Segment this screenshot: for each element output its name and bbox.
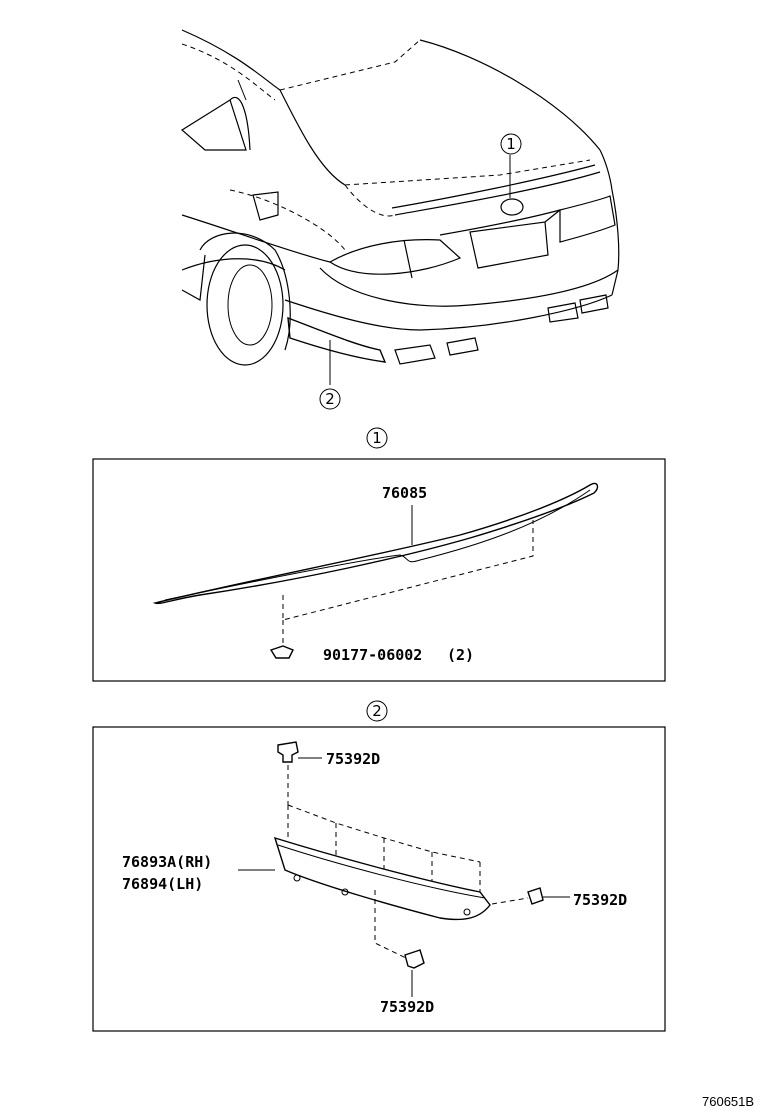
svg-text:1: 1 — [506, 135, 516, 153]
car-rear-illustration — [180, 29, 620, 385]
label-75392d-right: 75392D — [573, 891, 627, 909]
section-1-frame — [92, 458, 666, 682]
section-2-frame — [92, 726, 666, 1032]
svg-text:2: 2 — [325, 390, 335, 408]
rear-bumper-extension-part — [273, 836, 491, 921]
clip-90177 — [269, 645, 294, 659]
label-clip-qty: (2) — [447, 646, 474, 664]
clip-75392d-bottom — [404, 949, 425, 969]
callout-1-car: 1 — [500, 133, 522, 155]
clip-75392d-top — [277, 741, 299, 763]
label-90177-06002: 90177-06002 — [323, 646, 422, 664]
callout-2-car: 2 — [319, 388, 341, 410]
label-76085: 76085 — [382, 484, 427, 502]
label-76894-lh: 76894(LH) — [122, 875, 203, 893]
clip-75392d-right — [527, 887, 544, 905]
label-76893a-rh: 76893A(RH) — [122, 853, 212, 871]
callout-1-section: 1 — [366, 427, 388, 449]
label-75392d-bottom: 75392D — [380, 998, 434, 1016]
document-id: 760651B — [702, 1094, 754, 1109]
rear-spoiler-part — [152, 482, 599, 605]
label-75392d-top: 75392D — [326, 750, 380, 768]
svg-text:1: 1 — [372, 429, 382, 447]
svg-text:2: 2 — [372, 702, 382, 720]
callout-2-section: 2 — [366, 700, 388, 722]
